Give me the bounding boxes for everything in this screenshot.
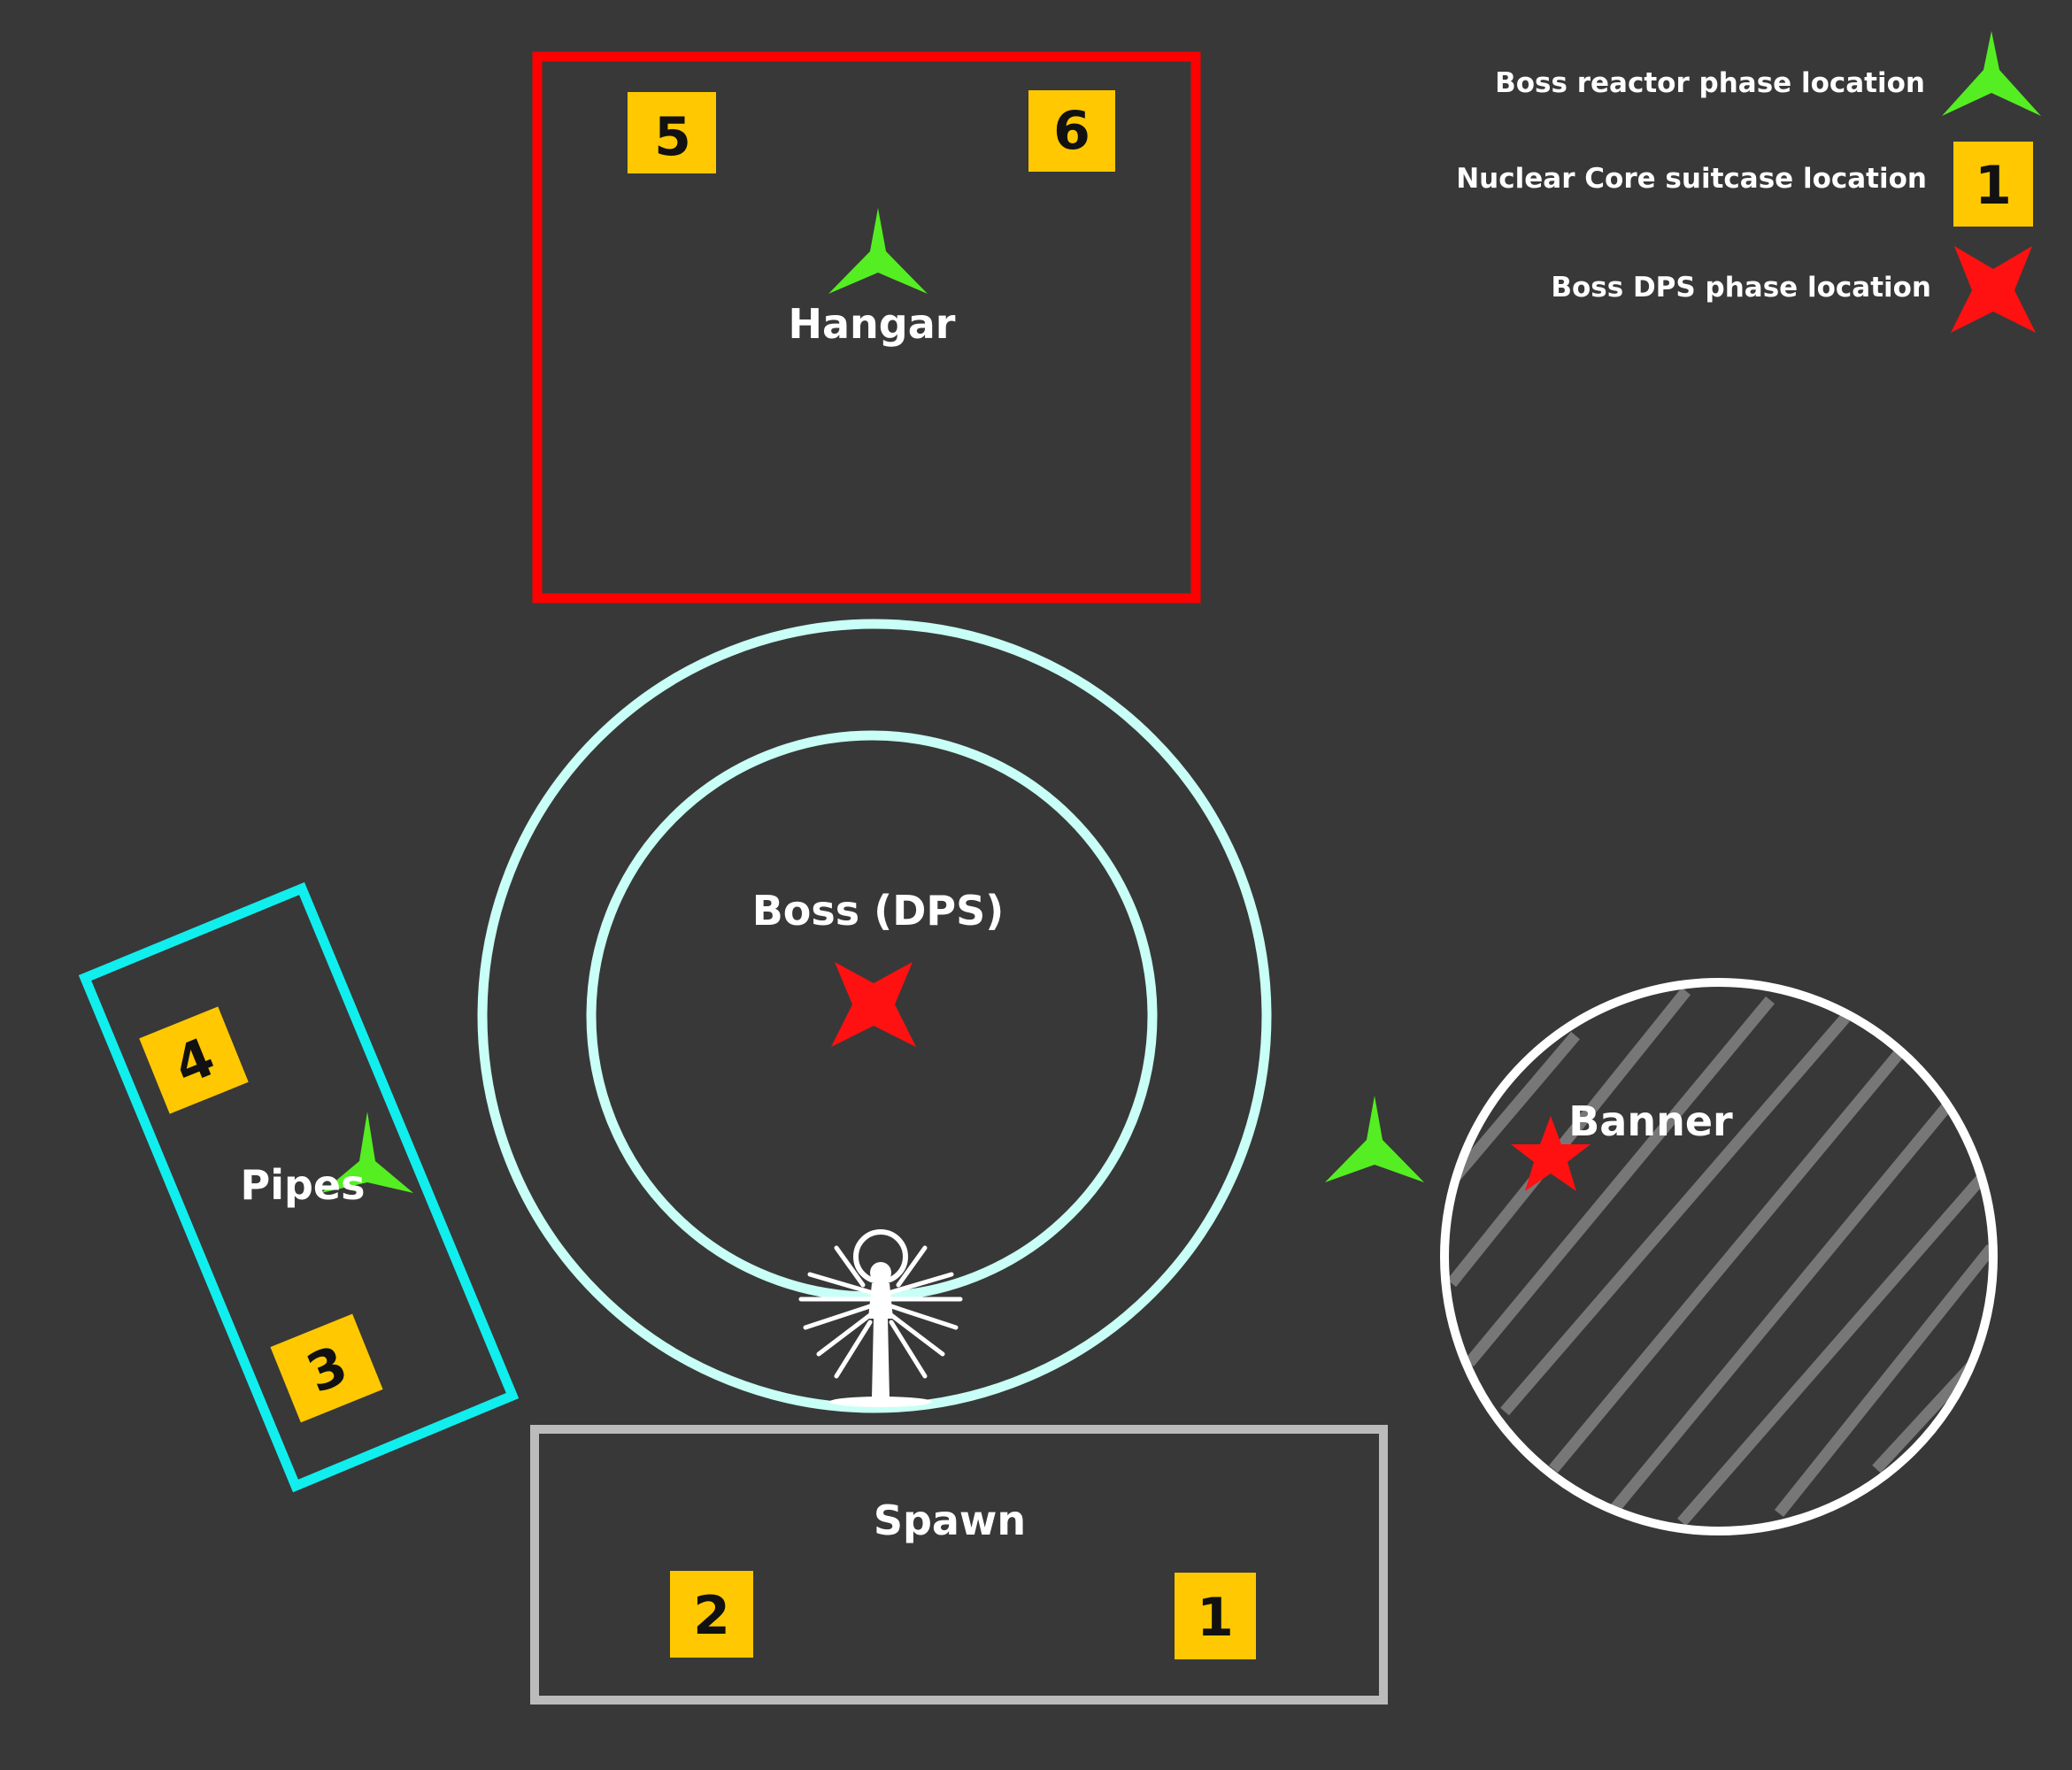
reactor-marker-banner	[1325, 1096, 1424, 1182]
legend-suitcase-number: 1	[1975, 155, 2012, 217]
legend-reactor: Boss reactor phase location	[1495, 31, 2041, 116]
hangar-area: Hangar	[532, 51, 1201, 604]
spawn-label: Spawn	[874, 1497, 1026, 1544]
suitcase-6-number: 6	[1053, 100, 1090, 162]
suitcase-2: 2	[670, 1571, 753, 1658]
boss-area: Boss (DPS)	[477, 619, 1272, 1413]
suitcase-1-number: 1	[1197, 1587, 1234, 1649]
dps-marker-boss	[831, 962, 916, 1047]
banner-label: Banner	[1568, 1097, 1733, 1145]
numbered-square-icon: 1	[1953, 142, 2033, 227]
three-point-star-icon	[1942, 31, 2041, 116]
reactor-marker-pipes	[321, 1112, 413, 1193]
hangar-label: Hangar	[789, 300, 956, 348]
pipes-area	[78, 881, 520, 1493]
suitcase-5: 5	[628, 92, 716, 173]
legend: Boss reactor phase location Nuclear Core…	[1456, 31, 2041, 333]
legend-dps-label: Boss DPS phase location	[1551, 272, 1931, 304]
suitcase-5-number: 5	[654, 106, 691, 168]
legend-reactor-label: Boss reactor phase location	[1495, 67, 1925, 99]
banner-area: Banner	[1440, 978, 1998, 1535]
legend-suitcase: Nuclear Core suitcase location 1	[1456, 142, 2033, 227]
suitcase-1: 1	[1175, 1573, 1256, 1659]
suitcase-2-number: 2	[693, 1585, 730, 1647]
suitcase-3: 3	[270, 1313, 383, 1423]
winged-statue-icon	[798, 1229, 963, 1407]
suitcase-6: 6	[1028, 90, 1115, 172]
legend-dps: Boss DPS phase location	[1551, 246, 2036, 333]
suitcase-4: 4	[139, 1006, 249, 1114]
boss-label: Boss (DPS)	[752, 887, 1005, 935]
pipes-label: Pipes	[241, 1161, 366, 1209]
spawn-area: Spawn	[530, 1425, 1388, 1705]
four-point-star-icon	[1951, 246, 2036, 333]
reactor-marker-hangar	[828, 208, 928, 294]
legend-suitcase-label: Nuclear Core suitcase location	[1456, 163, 1927, 195]
dps-marker-banner	[1511, 1116, 1591, 1191]
